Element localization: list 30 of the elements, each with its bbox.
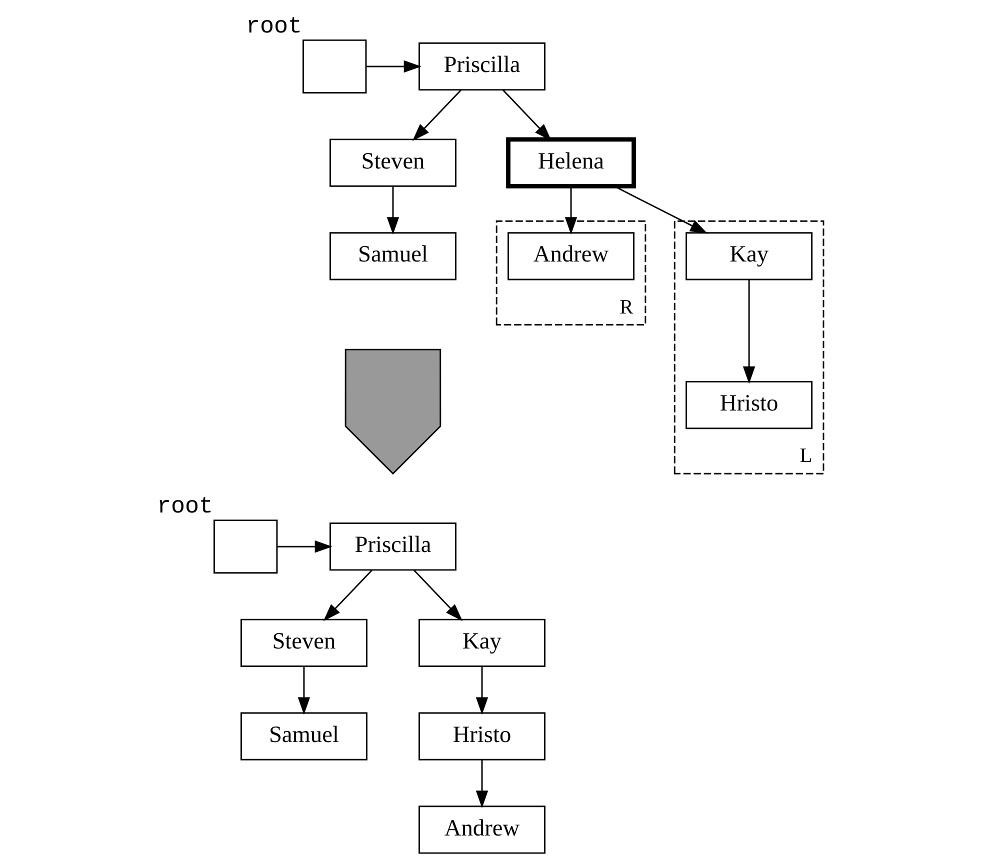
arrow <box>323 570 372 622</box>
arrow <box>564 186 578 235</box>
arrow <box>366 60 422 73</box>
node-label: root <box>246 14 302 41</box>
node-box: Samuel <box>240 712 368 760</box>
node-box: Andrew <box>418 806 546 854</box>
node-box: Andrew <box>508 232 634 280</box>
arrow <box>414 570 463 622</box>
arrow <box>742 280 756 384</box>
arrow <box>277 540 332 553</box>
node-box: Kay <box>418 618 546 667</box>
node-box: Steven <box>330 138 456 187</box>
arrow <box>386 186 400 235</box>
node-box: Priscilla <box>330 522 456 571</box>
node-arrow <box>344 348 442 475</box>
arrow <box>298 666 310 715</box>
node-label: root <box>157 494 214 521</box>
node-box <box>302 39 367 94</box>
arrow <box>614 186 708 234</box>
node-box: Hristo <box>686 380 813 430</box>
arrow <box>476 760 488 808</box>
node-box: Samuel <box>330 232 456 280</box>
node-box: Priscilla <box>418 42 546 91</box>
node-box: Helena <box>506 137 636 188</box>
node-box <box>213 520 278 574</box>
node-box: Hristo <box>418 712 546 760</box>
node-box: Kay <box>686 232 813 280</box>
arrow <box>412 90 462 141</box>
arrow <box>476 666 488 715</box>
node-box: Steven <box>240 618 368 667</box>
